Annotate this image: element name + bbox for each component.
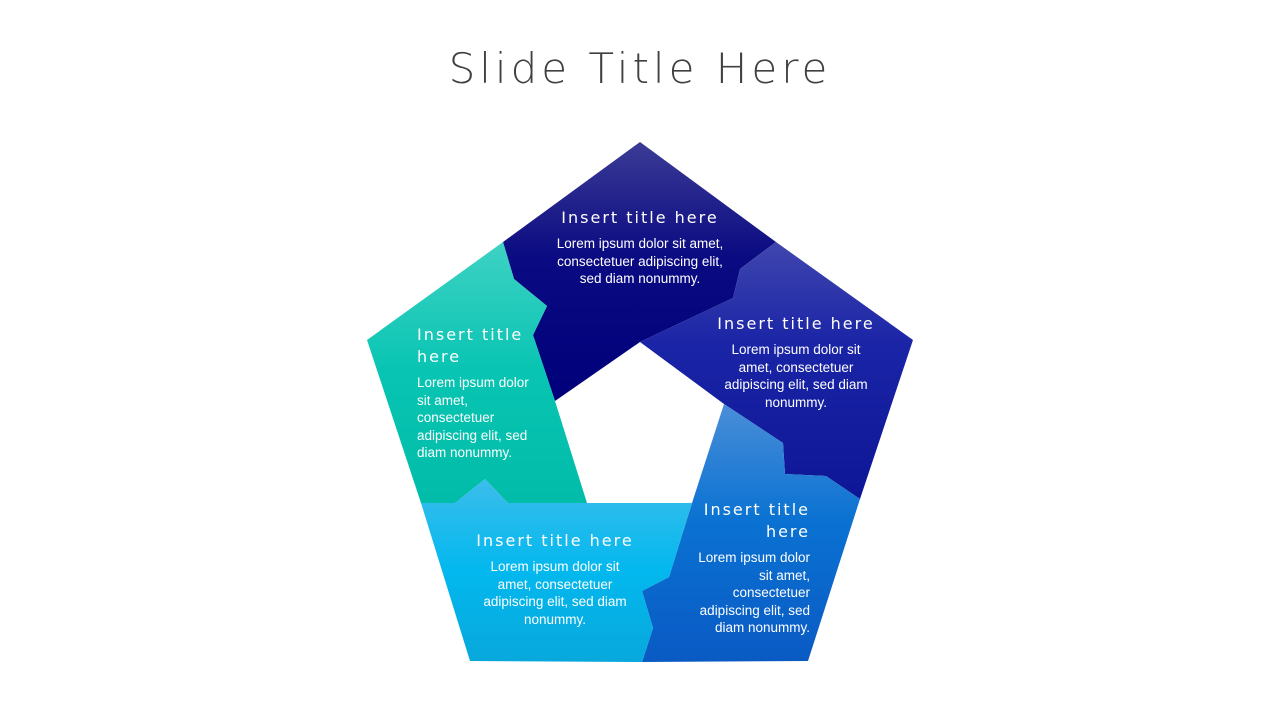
segment-left-text: Insert title here Lorem ipsum dolor sit …: [417, 324, 541, 462]
segment-title: Insert title here: [561, 208, 719, 227]
segment-body: Lorem ipsum dolor sit amet, consectetuer…: [417, 375, 529, 460]
segment-top-text: Insert title here Lorem ipsum dolor sit …: [555, 207, 725, 288]
segment-body: Lorem ipsum dolor sit amet, consectetuer…: [483, 559, 627, 627]
segment-title: Insert title here: [717, 314, 875, 333]
segment-title: Insert title here: [703, 500, 810, 541]
segment-bottom-right-shape: [642, 404, 860, 662]
segment-body: Lorem ipsum dolor sit amet, consectetuer…: [556, 236, 724, 286]
segment-left-shape: [367, 242, 587, 503]
segment-body: Lorem ipsum dolor sit amet, consectetuer…: [724, 342, 868, 410]
segment-top-shape: [503, 142, 776, 401]
segment-right-shape: [640, 242, 913, 499]
segment-title: Insert title here: [417, 325, 524, 366]
segment-bottom-left-shape: [421, 479, 692, 662]
segment-title: Insert title here: [476, 531, 634, 550]
segment-right-text: Insert title here Lorem ipsum dolor sit …: [716, 313, 876, 411]
segment-bottom-left-text: Insert title here Lorem ipsum dolor sit …: [475, 530, 635, 628]
segment-bottom-right-text: Insert title here Lorem ipsum dolor sit …: [686, 499, 810, 637]
segment-body: Lorem ipsum dolor sit amet, consectetuer…: [698, 550, 810, 635]
slide-title: Slide Title Here: [448, 44, 832, 93]
